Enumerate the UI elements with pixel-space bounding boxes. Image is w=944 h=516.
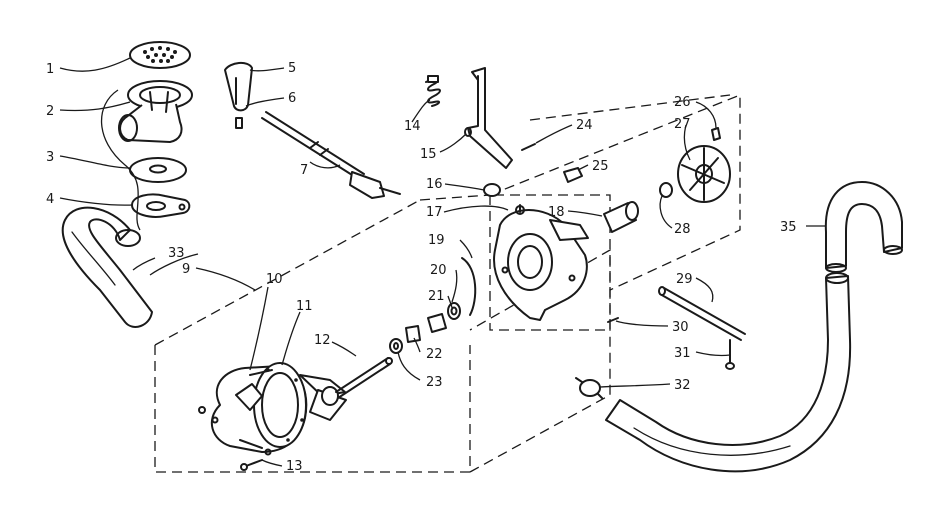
label-13: 13 xyxy=(286,459,303,474)
label-2: 2 xyxy=(46,104,54,119)
part-bearing-22-23 xyxy=(389,325,421,354)
label-1: 1 xyxy=(46,62,54,77)
label-22: 22 xyxy=(426,347,443,362)
label-24: 24 xyxy=(576,118,593,133)
assembly-outlines xyxy=(154,94,741,473)
label-33: 33 xyxy=(168,246,185,261)
label-11: 11 xyxy=(296,299,313,314)
part-screw-13 xyxy=(240,459,263,471)
part-right-hose xyxy=(605,181,903,473)
label-9: 9 xyxy=(182,262,190,277)
part-snap-ring xyxy=(461,257,477,316)
label-14: 14 xyxy=(404,119,421,134)
part-bracket xyxy=(464,67,513,169)
part-strainer-disc xyxy=(129,41,191,69)
part-gasket xyxy=(129,157,187,183)
label-29: 29 xyxy=(676,272,693,287)
label-15: 15 xyxy=(420,147,437,162)
label-21: 21 xyxy=(428,289,445,304)
label-32: 32 xyxy=(674,378,691,393)
label-35: 35 xyxy=(780,220,797,235)
part-left-hose xyxy=(61,206,153,328)
label-26: 26 xyxy=(674,95,691,110)
part-housing xyxy=(493,204,589,321)
part-inlet-elbow xyxy=(118,80,193,143)
label-7: 7 xyxy=(300,163,308,178)
part-washer-16 xyxy=(483,183,501,197)
label-18: 18 xyxy=(548,205,565,220)
part-pin-24 xyxy=(521,143,536,151)
label-25: 25 xyxy=(592,159,609,174)
part-shaft-12 xyxy=(335,357,393,399)
label-6: 6 xyxy=(288,91,296,106)
label-17: 17 xyxy=(426,205,443,220)
label-19: 19 xyxy=(428,233,445,248)
part-clamp-plate xyxy=(131,193,191,218)
label-5: 5 xyxy=(288,61,296,76)
part-spring xyxy=(425,75,441,107)
part-lever-rod xyxy=(224,62,401,199)
part-number-labels: 1 2 3 4 5 6 7 9 10 11 12 13 14 15 16 17 … xyxy=(46,61,797,474)
part-impeller-11 xyxy=(299,374,347,421)
label-31: 31 xyxy=(674,346,691,361)
part-pump-body xyxy=(198,362,308,456)
label-10: 10 xyxy=(266,272,283,287)
label-27: 27 xyxy=(674,117,691,132)
part-screw-31 xyxy=(725,339,735,370)
label-3: 3 xyxy=(46,150,54,165)
label-30: 30 xyxy=(672,320,689,335)
label-4: 4 xyxy=(46,192,54,207)
part-seals xyxy=(427,302,461,333)
part-impeller xyxy=(677,127,731,203)
label-12: 12 xyxy=(314,333,331,348)
part-pin-30 xyxy=(607,317,619,323)
part-clamp-32 xyxy=(575,377,603,399)
label-23: 23 xyxy=(426,375,443,390)
part-shaft-29 xyxy=(658,286,746,341)
part-clip-25 xyxy=(563,167,583,183)
label-16: 16 xyxy=(426,177,443,192)
part-bushing xyxy=(603,201,639,233)
label-20: 20 xyxy=(430,263,447,278)
part-washer-28 xyxy=(659,182,673,198)
leader-lines xyxy=(59,57,826,467)
label-28: 28 xyxy=(674,222,691,237)
